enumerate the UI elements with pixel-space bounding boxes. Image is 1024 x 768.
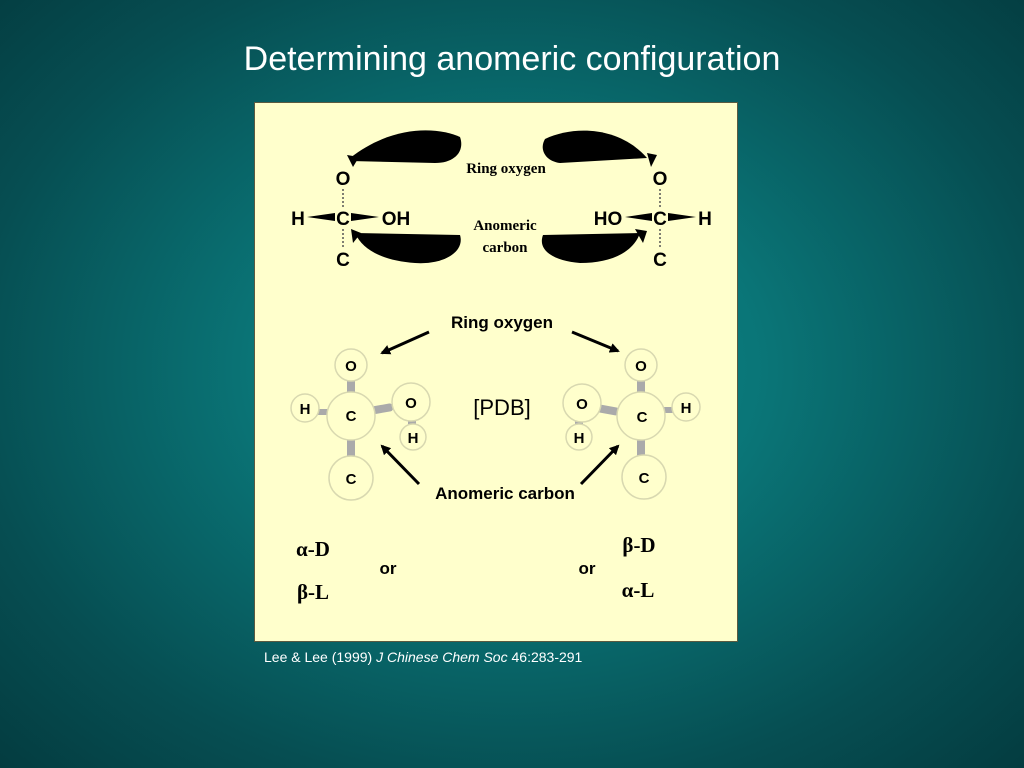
pdb-label: [PDB] <box>473 395 530 420</box>
arrow-to-left-carbon <box>380 444 421 486</box>
left-ring-oxygen-atom: O <box>336 169 351 190</box>
right-hydroxyl-group: HO <box>594 209 623 230</box>
right-model-center-carbon <box>616 391 666 441</box>
left-config-or: or <box>380 559 397 578</box>
right-wedge-bond-h <box>668 213 696 221</box>
model-ring-oxygen-label: Ring oxygen <box>451 313 553 332</box>
right-ring-oxygen-atom: O <box>653 169 668 190</box>
right-model-side-hydrogen-label: H <box>681 400 692 417</box>
left-model-hydroxyl-hydrogen <box>399 423 427 451</box>
left-model-hydroxyl-oxygen <box>391 382 431 422</box>
left-model-center-carbon-label: C <box>346 408 357 425</box>
model-anomeric-carbon-label: Anomeric carbon <box>435 484 575 503</box>
left-model-bottom-carbon <box>328 455 374 501</box>
left-top-arrowhead <box>347 155 359 167</box>
right-model-bottom-carbon-label: C <box>639 470 650 487</box>
schematic-anomeric-label-line2: carbon <box>483 240 529 256</box>
left-wedge-bond-oh <box>351 213 379 221</box>
left-bottom-arrowhead <box>351 229 361 243</box>
right-ring-carbon-atom: C <box>653 250 667 271</box>
left-config-line2: β-L <box>297 580 329 604</box>
left-model-side-hydrogen-label: H <box>300 401 311 418</box>
right-model-hydroxyl-oxygen <box>562 383 602 423</box>
right-upper-lobe <box>542 130 647 163</box>
citation-journal: J Chinese Chem Soc <box>376 649 508 665</box>
right-model-center-carbon-label: C <box>637 409 648 426</box>
citation: Lee & Lee (1999) J Chinese Chem Soc 46:2… <box>264 649 582 665</box>
diagram-panel: O C H OH C O C HO H C Ring oxygen Anomer… <box>254 102 738 642</box>
schematic-ring-oxygen-label: Ring oxygen <box>466 161 546 177</box>
arrow-to-right-carbon <box>579 444 620 486</box>
right-top-arrowhead <box>647 153 657 167</box>
citation-reference: 46:283-291 <box>511 649 583 665</box>
right-model-hydroxyl-oxygen-label: O <box>576 396 588 413</box>
left-ring-carbon-atom: C <box>336 250 350 271</box>
right-bond-c-o-hydroxyl <box>596 404 620 416</box>
left-model-hydroxyl-oxygen-label: O <box>405 395 417 412</box>
left-hydroxyl-group: OH <box>382 209 411 230</box>
left-model-bottom-carbon-label: C <box>346 471 357 488</box>
diagram-canvas: O C H OH C O C HO H C Ring oxygen Anomer… <box>290 130 712 604</box>
right-model-bottom-carbon <box>621 454 667 500</box>
right-wedge-bond-ho <box>625 213 652 221</box>
left-upper-lobe <box>350 130 462 163</box>
left-model-center-carbon <box>326 391 376 441</box>
right-model-side-hydrogen <box>671 392 701 422</box>
right-anomeric-carbon-atom: C <box>653 209 667 230</box>
right-lower-lobe <box>541 233 640 263</box>
left-config-line1: α-D <box>296 537 330 561</box>
slide-title: Determining anomeric configuration <box>243 40 781 78</box>
right-config-line1: β-D <box>622 533 655 557</box>
left-model-top-oxygen-label: O <box>345 358 357 375</box>
arrow-to-left-oxygen <box>380 330 430 355</box>
left-hydrogen-atom: H <box>291 209 305 230</box>
citation-authors: Lee & Lee (1999) <box>264 649 373 665</box>
left-model-side-hydrogen <box>290 393 320 423</box>
right-model-hydroxyl-hydrogen-label: H <box>574 430 585 447</box>
right-config-line2: α-L <box>622 578 655 602</box>
right-model-hydroxyl-hydrogen <box>565 423 593 451</box>
left-lower-lobe <box>355 233 461 264</box>
right-hydrogen-atom: H <box>698 209 712 230</box>
left-model-hydroxyl-hydrogen-label: H <box>408 430 419 447</box>
right-model-top-oxygen-label: O <box>635 358 647 375</box>
right-config-or: or <box>579 559 596 578</box>
right-model-top-oxygen <box>624 348 658 382</box>
right-bottom-arrowhead <box>635 229 647 243</box>
left-anomeric-carbon-atom: C <box>336 209 350 230</box>
arrow-to-right-oxygen <box>571 330 620 353</box>
left-wedge-bond-h <box>307 213 335 221</box>
schematic-anomeric-label-line1: Anomeric <box>473 218 537 234</box>
left-model-top-oxygen <box>334 348 368 382</box>
